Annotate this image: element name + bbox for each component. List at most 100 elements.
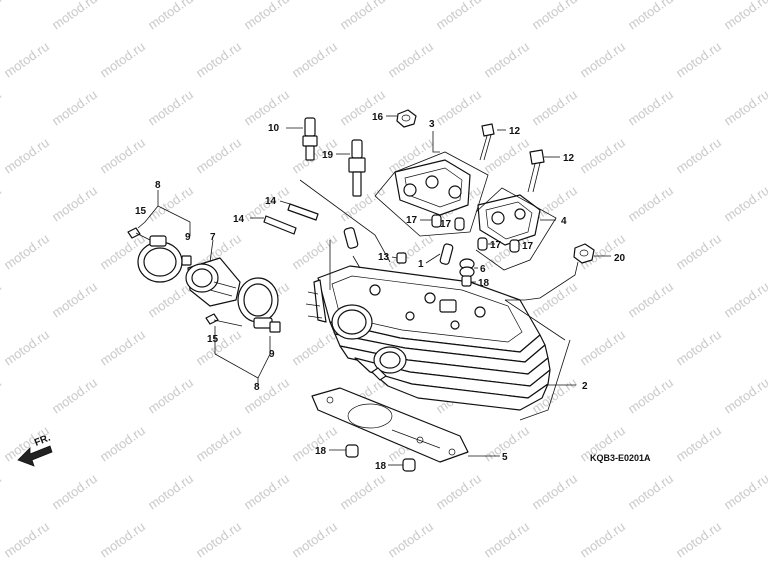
dowel-18-lower-b bbox=[402, 458, 416, 472]
callout-2: 2 bbox=[582, 381, 588, 392]
nut-20 bbox=[573, 243, 595, 264]
watermark-text: motod.ru bbox=[0, 375, 4, 417]
watermark-text: motod.ru bbox=[529, 471, 580, 513]
callout-17-a: 17 bbox=[406, 215, 418, 226]
callout-18-lower-a: 18 bbox=[315, 446, 327, 457]
watermark-text: motod.ru bbox=[577, 135, 628, 177]
nut-9-lower bbox=[269, 321, 281, 333]
watermark-text: motod.ru bbox=[241, 0, 292, 32]
stud-14-lower bbox=[263, 215, 297, 235]
watermark-text: motod.ru bbox=[577, 327, 628, 369]
watermark-text: motod.ru bbox=[337, 0, 388, 32]
watermark-text: motod.ru bbox=[337, 183, 388, 225]
watermark-text: motod.ru bbox=[721, 375, 768, 417]
valve-guide-1-b bbox=[439, 243, 454, 265]
watermark-text: motod.ru bbox=[49, 279, 100, 321]
watermark-text: motod.ru bbox=[721, 87, 768, 129]
callouts: 2 3 4 5 6 7 8 8 9 9 10 12 12 13 14 14 15… bbox=[135, 112, 626, 472]
callout-16: 16 bbox=[372, 112, 384, 123]
callout-5: 5 bbox=[502, 452, 508, 463]
bolt-12-upper bbox=[479, 123, 495, 161]
callout-9-top: 9 bbox=[185, 232, 191, 243]
watermark-text: motod.ru bbox=[529, 0, 580, 32]
callout-10: 10 bbox=[268, 123, 280, 134]
callout-19: 19 bbox=[322, 150, 334, 161]
callout-15-top: 15 bbox=[135, 206, 147, 217]
watermark-text: motod.ru bbox=[289, 423, 340, 465]
clamp-8-lower bbox=[237, 277, 279, 329]
watermark-text: motod.ru bbox=[97, 135, 148, 177]
watermark-text: motod.ru bbox=[625, 183, 676, 225]
dowel-pins-17 bbox=[431, 214, 520, 253]
watermark-text: motod.ru bbox=[433, 471, 484, 513]
watermark-text: motod.ru bbox=[49, 375, 100, 417]
watermark-text: motod.ru bbox=[433, 0, 484, 32]
watermark-text: motod.ru bbox=[289, 327, 340, 369]
watermark-text: motod.ru bbox=[289, 519, 340, 561]
watermark-text: motod.ru bbox=[673, 327, 724, 369]
watermark-text: motod.ru bbox=[577, 519, 628, 561]
part-6 bbox=[459, 258, 475, 278]
watermark-text: motod.ru bbox=[241, 375, 292, 417]
bolt-12-right bbox=[527, 149, 545, 193]
watermark-text: motod.ru bbox=[49, 471, 100, 513]
watermark-text: motod.ru bbox=[529, 87, 580, 129]
watermark-text: motod.ru bbox=[49, 87, 100, 129]
callout-8-top: 8 bbox=[155, 180, 161, 191]
watermark-text: motod.ru bbox=[193, 423, 244, 465]
direction-arrow bbox=[17, 445, 53, 467]
nut-16 bbox=[396, 109, 417, 128]
cylinder-head bbox=[305, 265, 551, 411]
rocker-holder-3 bbox=[394, 159, 471, 216]
callout-12-top: 12 bbox=[509, 126, 521, 137]
watermark-text: motod.ru bbox=[1, 231, 52, 273]
callout-12-right: 12 bbox=[563, 153, 575, 164]
watermark-text: motod.ru bbox=[721, 471, 768, 513]
watermark-text: motod.ru bbox=[385, 39, 436, 81]
stud-14-upper bbox=[287, 203, 319, 221]
watermark-text: motod.ru bbox=[625, 0, 676, 32]
callout-17-b: 17 bbox=[440, 219, 452, 230]
gasket-5 bbox=[311, 387, 469, 463]
watermark-text: motod.ru bbox=[625, 279, 676, 321]
watermark-text: motod.ru bbox=[673, 423, 724, 465]
rocker-holder-4 bbox=[477, 194, 541, 246]
watermark-text: motod.ru bbox=[481, 519, 532, 561]
watermark-text: motod.ru bbox=[145, 87, 196, 129]
callout-7: 7 bbox=[210, 232, 216, 243]
callout-14-left: 14 bbox=[233, 214, 245, 225]
leader-lines bbox=[137, 115, 611, 466]
watermark-text: motod.ru bbox=[49, 0, 100, 32]
callout-14-top: 14 bbox=[265, 196, 277, 207]
dowel-18-upper bbox=[461, 275, 472, 287]
callout-9-bottom: 9 bbox=[269, 349, 275, 360]
dowel-18-lower-a bbox=[345, 444, 359, 458]
watermark-text: motod.ru bbox=[289, 39, 340, 81]
watermark-text: motod.ru bbox=[0, 0, 4, 32]
watermark-text: motod.ru bbox=[529, 279, 580, 321]
watermark-text: motod.ru bbox=[0, 471, 4, 513]
watermark-text: motod.ru bbox=[0, 87, 4, 129]
watermark-text: motod.ru bbox=[289, 231, 340, 273]
watermark-text: motod.ru bbox=[97, 423, 148, 465]
watermark-text: motod.ru bbox=[625, 375, 676, 417]
callout-17-d: 17 bbox=[522, 241, 534, 252]
watermark-text: motod.ru bbox=[385, 231, 436, 273]
watermark-text: motod.ru bbox=[49, 183, 100, 225]
callout-3: 3 bbox=[429, 119, 435, 130]
callout-18-lower-b: 18 bbox=[375, 461, 387, 472]
watermark-text: motod.ru bbox=[721, 183, 768, 225]
watermark-text: motod.ru bbox=[145, 471, 196, 513]
watermark-text: motod.ru bbox=[1, 519, 52, 561]
watermark-text: motod.ru bbox=[193, 39, 244, 81]
watermark-text: motod.ru bbox=[673, 519, 724, 561]
watermark-text: motod.ru bbox=[721, 0, 768, 32]
screw-15-left bbox=[127, 227, 151, 241]
intake-pipe-7 bbox=[185, 257, 241, 307]
watermark-text: motod.ru bbox=[0, 279, 4, 321]
watermark-text: motod.ru bbox=[481, 135, 532, 177]
watermark-text: motod.ru bbox=[0, 183, 4, 225]
callout-4: 4 bbox=[561, 216, 567, 227]
